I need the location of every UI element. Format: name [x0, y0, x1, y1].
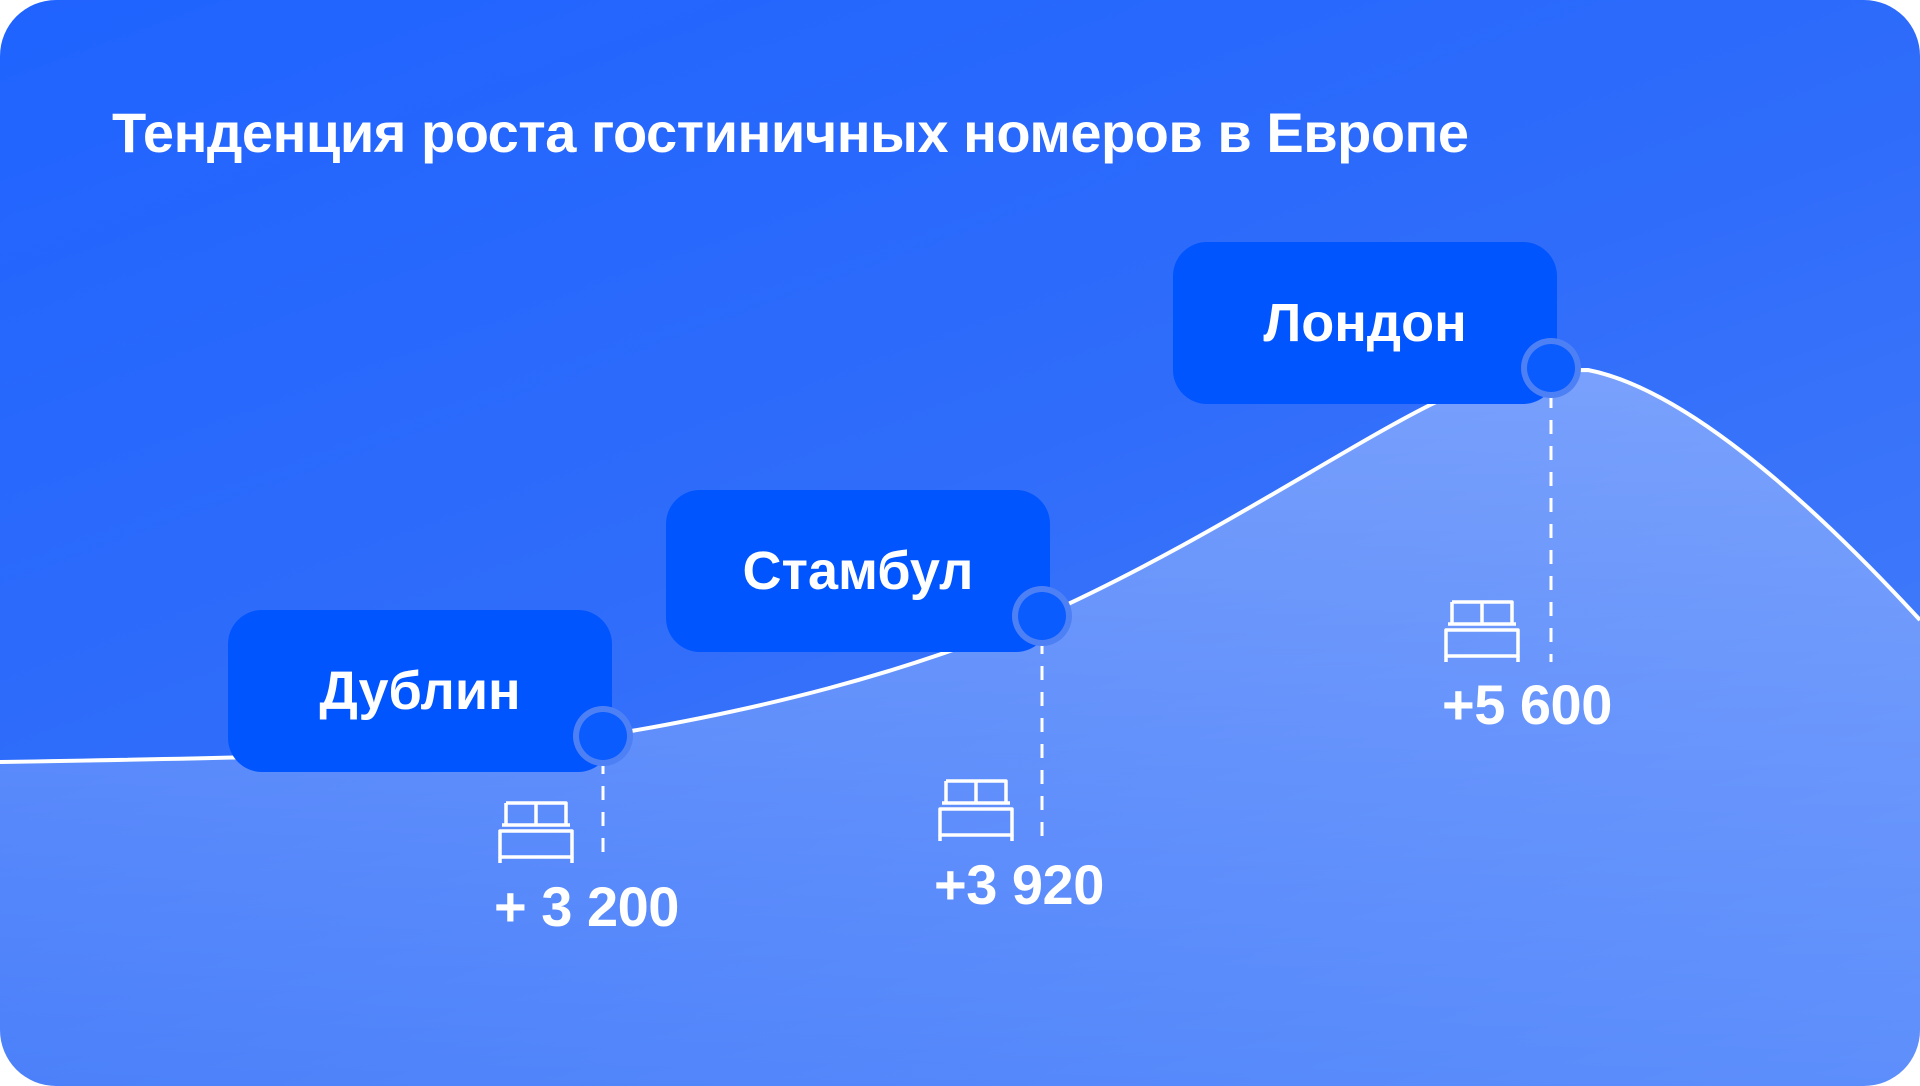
city-label-text: Стамбул — [742, 541, 974, 601]
value-label-istanbul: +3 920 — [934, 853, 1104, 916]
value-label-dublin: + 3 200 — [494, 875, 679, 938]
value-label-london: +5 600 — [1442, 673, 1612, 736]
london-point — [1527, 344, 1575, 392]
istanbul-group — [666, 490, 1072, 843]
city-label-text: Дублин — [319, 661, 521, 721]
london-group — [1173, 242, 1581, 664]
city-label-london: Лондон — [1173, 242, 1557, 404]
chart-title: Тенденция роста гостиничных номеров в Ев… — [112, 101, 1469, 164]
dublin-group — [228, 610, 633, 865]
istanbul-point — [1018, 592, 1066, 640]
city-label-text: Лондон — [1263, 293, 1467, 353]
trend-area — [0, 370, 1920, 1086]
city-label-istanbul: Стамбул — [666, 490, 1050, 652]
city-label-dublin: Дублин — [228, 610, 612, 772]
dublin-point — [579, 712, 627, 760]
